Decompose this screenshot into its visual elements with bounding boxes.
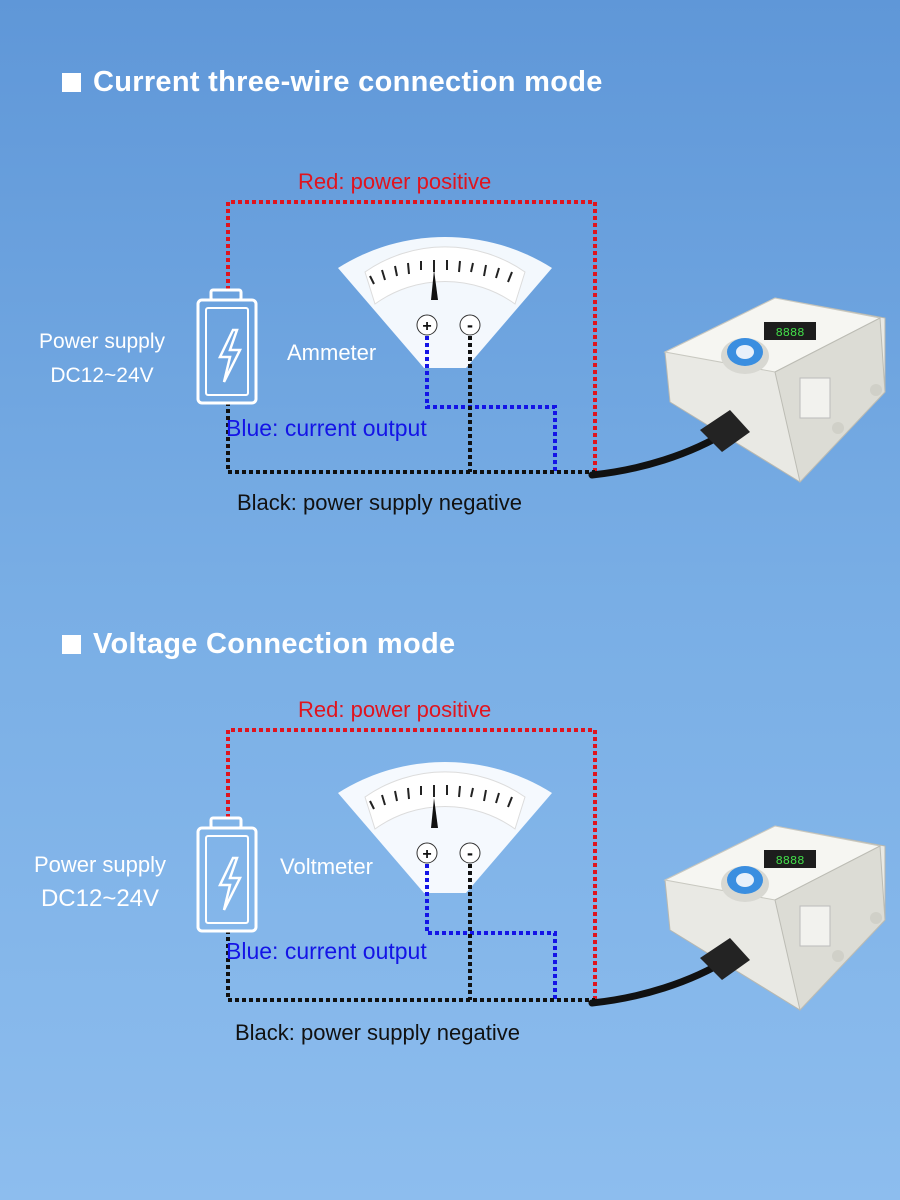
black-wire-label: Black: power supply negative: [237, 490, 522, 515]
red-wire: [226, 200, 597, 472]
red-wire-label: Red: power positive: [298, 697, 492, 722]
meter-dial-icon: + -: [338, 761, 552, 893]
sensor-device-icon: 8888: [663, 825, 886, 1012]
plus-terminal: +: [422, 318, 431, 335]
blue-wire: [425, 336, 557, 472]
meter-label: Ammeter: [287, 340, 377, 365]
svg-text:8888: 8888: [776, 854, 805, 868]
blue-wire-label: Blue: current output: [226, 938, 427, 964]
meter-label: Voltmeter: [280, 854, 373, 879]
black-wire-label: Black: power supply negative: [235, 1020, 520, 1045]
black-wire: [226, 402, 595, 474]
minus-terminal: -: [467, 843, 473, 863]
lightning-bolt-icon: [218, 856, 243, 911]
blue-wire: [425, 864, 557, 1000]
power-supply-line1: Power supply: [33, 852, 167, 877]
blue-wire-label: Blue: current output: [226, 415, 427, 441]
power-supply-line1: Power supply: [38, 330, 166, 353]
section-heading: Voltage Connection mode: [62, 628, 455, 661]
svg-text:8888: 8888: [776, 326, 805, 340]
red-wire: [226, 728, 597, 1000]
square-bullet-icon: [62, 635, 81, 654]
power-supply-line2: DC12~24V: [40, 885, 160, 912]
power-supply-label: Power supply DC12~24V: [28, 848, 172, 916]
current-mode-section: Current three-wire connection mode + -: [0, 0, 900, 560]
voltage-mode-section: Voltage Connection mode + -: [0, 560, 900, 1120]
square-bullet-icon: [62, 73, 81, 92]
section-title: Voltage Connection mode: [93, 628, 456, 660]
section-heading: Current three-wire connection mode: [62, 66, 603, 99]
wiring-diagram: + - 8888: [196, 200, 886, 484]
battery-icon: [196, 288, 258, 405]
meter-dial-icon: + -: [338, 236, 552, 368]
sensor-device-icon: 8888: [663, 297, 886, 484]
lightning-bolt-icon: [218, 328, 243, 383]
battery-icon: [196, 816, 258, 933]
wiring-diagram: + - 8888: [196, 728, 886, 1012]
power-supply-line2: DC12~24V: [50, 364, 154, 387]
red-wire-label: Red: power positive: [298, 169, 492, 194]
minus-terminal: -: [467, 315, 473, 335]
power-supply-label: Power supply DC12~24V: [30, 325, 174, 393]
section-title: Current three-wire connection mode: [93, 66, 603, 98]
black-wire: [226, 930, 595, 1002]
plus-terminal: +: [422, 846, 431, 863]
